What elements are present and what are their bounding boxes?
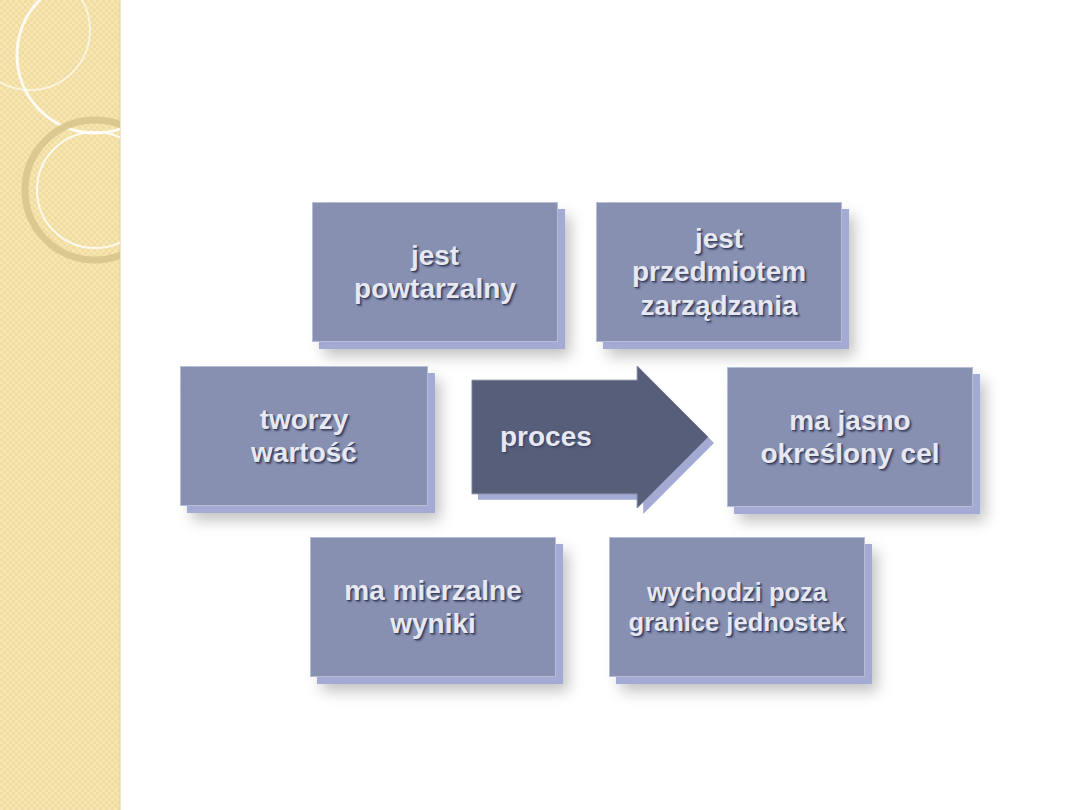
box-label: jest przedmiotem zarządzania <box>619 222 819 321</box>
process-feature-box: wychodzi poza granice jednostek <box>609 537 865 677</box>
box-label: ma jasno określony cel <box>750 404 950 470</box>
process-feature-box: ma jasno określony cel <box>727 367 973 507</box>
deco-circles <box>0 0 120 260</box>
process-feature-box: jest powtarzalny <box>312 202 558 342</box>
process-feature-box: tworzy wartość <box>180 366 428 506</box>
process-feature-box: jest przedmiotem zarządzania <box>596 202 842 342</box>
arrow-label: proces <box>500 420 592 453</box>
box-label: ma mierzalne wyniki <box>326 574 541 640</box>
box-label: jest powtarzalny <box>335 239 535 305</box>
process-feature-box: ma mierzalne wyniki <box>310 537 556 677</box>
process-arrow: proces <box>472 366 708 508</box>
box-label: tworzy wartość <box>204 403 404 469</box>
box-label: wychodzi poza granice jednostek <box>623 577 851 637</box>
